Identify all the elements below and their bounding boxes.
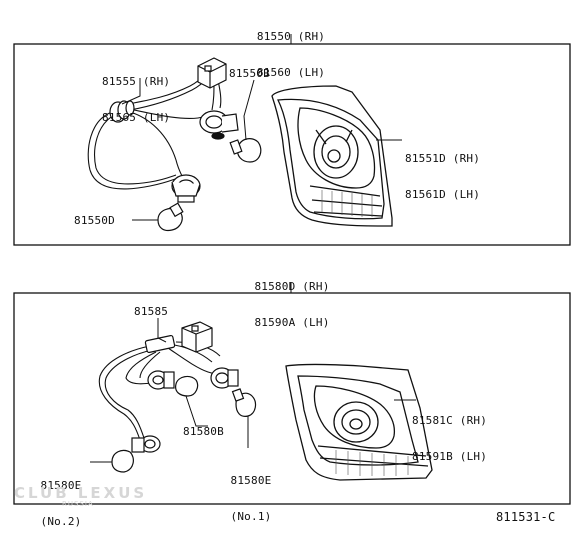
top-bulb-upper-label: 81550B <box>229 67 270 80</box>
bottom-panel-frame <box>13 292 571 505</box>
bottom-bulb-no1-label: 81580E (No.1) <box>222 451 280 535</box>
bottom-socket-left <box>147 370 175 390</box>
watermark-sub: RUSSIA <box>62 500 94 508</box>
top-connector <box>197 57 227 89</box>
bottom-bulb-no2-number: 81580E <box>40 479 82 492</box>
bottom-lens-lh: 81591B (LH) <box>412 450 488 463</box>
bottom-bulb-no1-note: (No.1) <box>230 510 272 523</box>
bottom-socket-lower <box>131 435 161 453</box>
figure-code: 811531-C <box>496 510 556 524</box>
watermark-main: CLUB LEXUS <box>14 484 148 502</box>
top-assembly-rh: 81550 (RH) <box>256 30 326 43</box>
top-socket-lower <box>171 174 201 203</box>
top-lens-lh: 81561D (LH) <box>405 188 481 201</box>
top-lens <box>271 85 393 227</box>
top-grommet <box>109 100 135 123</box>
bottom-lens <box>285 363 433 481</box>
top-lens-label: 81551D (RH) 81561D (LH) <box>405 129 480 213</box>
top-leader-lines <box>121 78 402 221</box>
top-socket-wire-lh: 81565 (LH) <box>102 111 171 124</box>
top-bulb-lower <box>157 202 184 232</box>
bottom-lens-grille <box>335 450 409 476</box>
top-assembly-label: 81550 (RH) 81560 (LH) <box>250 7 332 91</box>
bottom-bulb-no2-note: (No.2) <box>40 515 82 528</box>
bottom-assembly-label: 81580D (RH) 81590A (LH) <box>248 257 336 341</box>
top-lens-grille <box>321 190 373 217</box>
top-bulb-upper <box>229 138 262 163</box>
bottom-leader-lines <box>90 318 416 463</box>
top-panel-frame <box>13 43 571 246</box>
parts-diagram <box>13 34 571 505</box>
bottom-bulb-mid-label: 81580B <box>183 425 224 438</box>
top-assembly-lh: 81560 (LH) <box>256 66 326 79</box>
top-lens-rh: 81551D (RH) <box>405 152 481 165</box>
bottom-assembly-lh: 81590A (LH) <box>254 316 330 329</box>
top-socket-wire-label: 81555 (RH) 81565 (LH) <box>102 52 170 136</box>
bottom-bulb-right <box>231 388 257 417</box>
bottom-socket-wire-label: 81585 <box>134 305 169 318</box>
top-bulb-lower-label: 81550D <box>74 214 115 227</box>
top-socket-upper <box>199 110 239 140</box>
top-socket-wire-rh: 81555 (RH) <box>102 75 171 88</box>
bottom-socket-right <box>210 367 239 389</box>
bottom-connector <box>181 321 213 353</box>
bottom-bulb-mid <box>175 375 199 397</box>
bottom-bulb-no1-number: 81580E <box>230 474 272 487</box>
bottom-lens-rh: 81581C (RH) <box>412 414 488 427</box>
bottom-bulb-no2 <box>111 449 134 473</box>
bottom-lens-label: 81581C (RH) 81591B (LH) <box>412 391 487 475</box>
bottom-bulb-no2-label: 81580E (No.2) <box>32 456 90 540</box>
bottom-assembly-rh: 81580D (RH) <box>254 280 330 293</box>
